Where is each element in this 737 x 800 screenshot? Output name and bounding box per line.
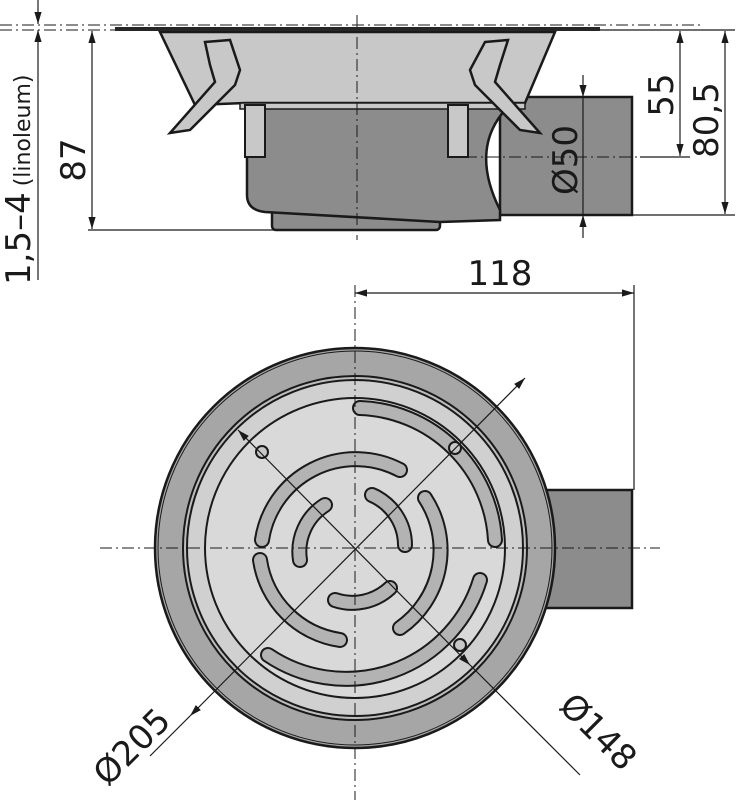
floor-covering-note: (linoleum) — [11, 74, 36, 186]
outlet-center-height-dim: 55 — [642, 73, 682, 116]
svg-text:1,5–4(linoleum): 1,5–4 (linoleum) — [0, 74, 39, 285]
side-view: 1,5–4 (linoleum) 87 Ø50 55 80,5 — [0, 0, 735, 285]
outlet-offset-dim: 118 — [468, 254, 533, 294]
flange — [115, 27, 600, 31]
top-view: 118 Ø205 Ø148 — [86, 254, 660, 800]
height-total-dim: 87 — [54, 138, 94, 181]
outlet-diameter-dim: Ø50 — [546, 125, 586, 195]
outlet-bottom-height-dim: 80,5 — [687, 82, 727, 158]
floor-covering-dim: 1,5–4 — [0, 192, 39, 285]
fixing-bracket-left — [166, 38, 242, 135]
screw — [453, 638, 467, 652]
screw — [255, 445, 269, 459]
fixing-bracket-right — [468, 38, 544, 135]
grate-diameter-dim: Ø148 — [551, 686, 644, 779]
body-diameter-dim: Ø205 — [86, 701, 179, 794]
outlet-pipe — [498, 95, 634, 217]
drain-body — [245, 83, 507, 224]
